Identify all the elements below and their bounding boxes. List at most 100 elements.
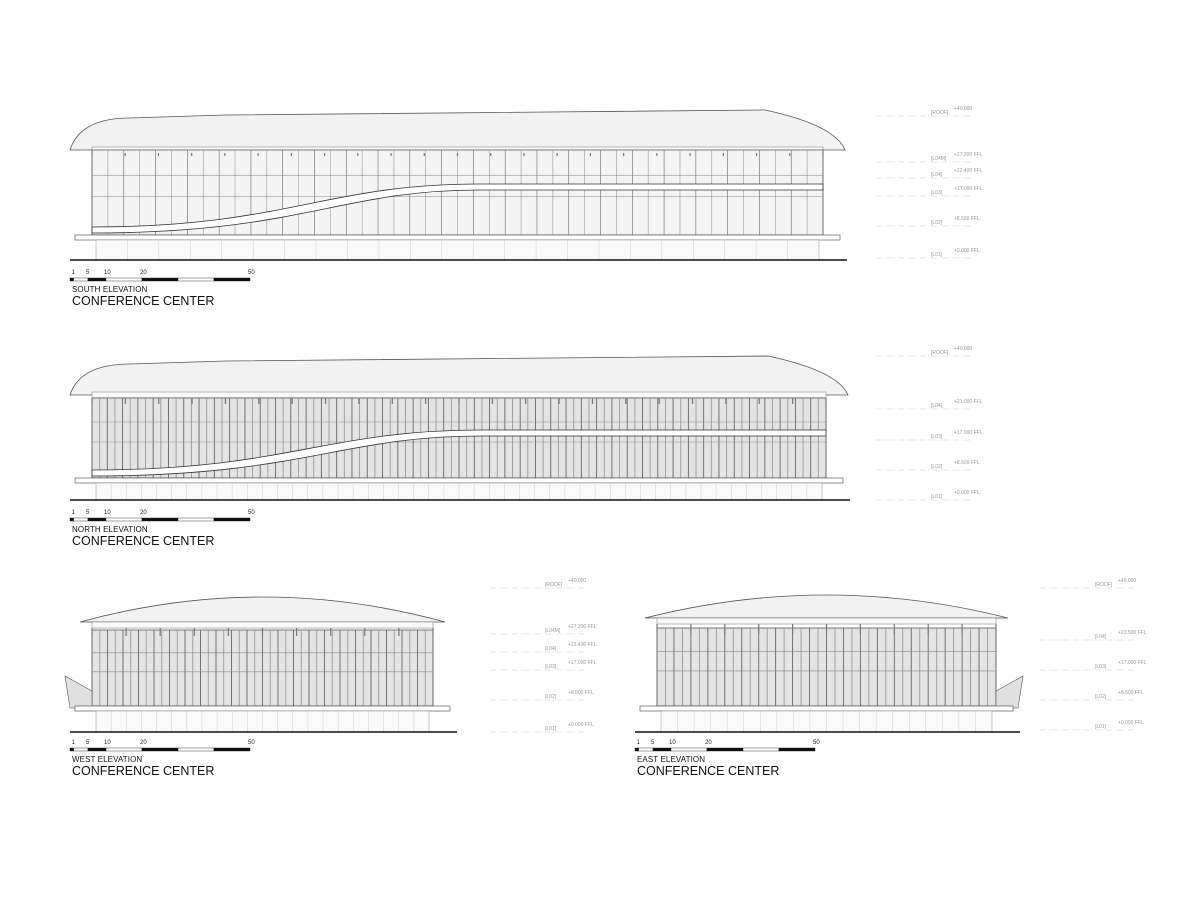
scale-bar-segment [706, 747, 744, 752]
elevation-title: CONFERENCE CENTER [72, 534, 215, 548]
wave-band [91, 183, 824, 234]
level-name: [L04] [931, 403, 943, 409]
scale-bar-label: 20 [140, 270, 147, 276]
scale-bar-label: 20 [140, 510, 147, 516]
level-name: [L03] [545, 664, 557, 670]
roof-fascia [656, 617, 997, 625]
roof-outline [69, 109, 846, 151]
scale-bar-label: 50 [248, 510, 255, 516]
scale-bar-label: 20 [705, 740, 712, 746]
level-name: [L01] [1095, 724, 1107, 730]
scale-bar-segment [670, 747, 708, 752]
level-name: [L02] [1095, 694, 1107, 700]
level-name: [ROOF] [931, 350, 949, 356]
level-value: +17.000 FFL [1118, 660, 1147, 666]
level-value: +40.000 [1118, 578, 1137, 584]
elevation-title: CONFERENCE CENTER [72, 294, 215, 308]
scale-bar-label: 1 [71, 270, 75, 276]
scale-bar-label: 10 [104, 270, 111, 276]
roof-fascia [91, 391, 827, 399]
scale-bar-segment [638, 747, 654, 752]
elevation-west-elevation [64, 587, 585, 752]
elevation-east-elevation [634, 587, 1135, 752]
level-name: [L03] [931, 434, 943, 440]
level-name: [L01] [931, 252, 943, 258]
scale-bar-segment [69, 277, 74, 282]
level-name: [L02] [931, 464, 943, 470]
podium-slab [74, 705, 451, 712]
level-value: +8.500 FFL [568, 690, 594, 696]
scale-bar-segment [73, 277, 89, 282]
scale-bar-label: 1 [71, 740, 75, 746]
elevation-south-elevation [69, 109, 971, 282]
scale-bar-label: 10 [104, 510, 111, 516]
level-value: +0.000 FFL [568, 722, 594, 728]
level-value: +21.000 FFL [954, 399, 983, 405]
scale-bar-segment [742, 747, 780, 752]
scale-bar-label: 10 [669, 740, 676, 746]
scale-bar-label: 20 [140, 740, 147, 746]
elevation-subtitle: EAST ELEVATION [637, 755, 706, 764]
scale-bar-label: 5 [651, 740, 655, 746]
level-value: +17.000 FFL [568, 660, 597, 666]
scale-bar-segment [652, 747, 672, 752]
level-value: +8.500 FFL [954, 460, 980, 466]
level-value: +23.500 FFL [1118, 630, 1147, 636]
elevation-subtitle: NORTH ELEVATION [72, 525, 148, 534]
level-value: +17.000 FFL [954, 186, 983, 192]
level-name: [L03] [1095, 664, 1107, 670]
level-name: [L02] [545, 694, 557, 700]
scale-bar-segment [177, 517, 215, 522]
scale-bar-segment [141, 277, 179, 282]
level-name: [ROOF] [1095, 582, 1113, 588]
level-value: +22.400 FFL [954, 168, 983, 174]
scale-bar-label: 50 [248, 270, 255, 276]
level-value: +27.200 FFL [954, 152, 983, 158]
roof-fascia [91, 621, 434, 629]
level-value: +17.000 FFL [954, 430, 983, 436]
scale-bar-segment [105, 277, 143, 282]
scale-bar-label: 10 [104, 740, 111, 746]
scale-bar-segment [213, 747, 251, 752]
scale-bar-label: 1 [636, 740, 640, 746]
scale-bar-segment [177, 747, 215, 752]
level-value: +40.000 [954, 106, 973, 112]
level-name: [L04] [931, 172, 943, 178]
level-name: [L04M] [931, 156, 947, 162]
level-name: [L01] [931, 494, 943, 500]
level-name: [ROOF] [931, 110, 949, 116]
roof-outline [69, 355, 849, 396]
scale-bar-segment [73, 517, 89, 522]
scale-bar-segment [73, 747, 89, 752]
scale-bar-segment [105, 747, 143, 752]
elevation-subtitle: WEST ELEVATION [72, 755, 143, 764]
scale-bar-segment [213, 277, 251, 282]
level-name: [L04] [545, 646, 557, 652]
elevation-title: CONFERENCE CENTER [637, 764, 780, 778]
scale-bar-segment [634, 747, 639, 752]
scale-bar-label: 5 [86, 270, 90, 276]
level-value: +0.000 FFL [1118, 720, 1144, 726]
level-value: +0.000 FFL [954, 248, 980, 254]
scale-bar-segment [87, 277, 107, 282]
level-name: [L04] [1095, 634, 1107, 640]
podium-slab [74, 234, 841, 241]
roof-outline [644, 594, 1009, 619]
level-name: [L01] [545, 726, 557, 732]
level-name: [ROOF] [545, 582, 563, 588]
elevation-title: CONFERENCE CENTER [72, 764, 215, 778]
elevation-north-elevation [69, 355, 971, 522]
roof-outline [79, 596, 446, 623]
scale-bar-label: 50 [813, 740, 820, 746]
scale-bar-label: 50 [248, 740, 255, 746]
ground-floor-glazing [95, 239, 820, 261]
scale-bar-label: 5 [86, 740, 90, 746]
scale-bar-segment [69, 517, 74, 522]
wing-fin [995, 675, 1024, 709]
scale-bar-segment [213, 517, 251, 522]
scale-bar-segment [778, 747, 816, 752]
level-value: +40.000 [954, 346, 973, 352]
scale-bar-segment [141, 747, 179, 752]
scale-bar-segment [141, 517, 179, 522]
